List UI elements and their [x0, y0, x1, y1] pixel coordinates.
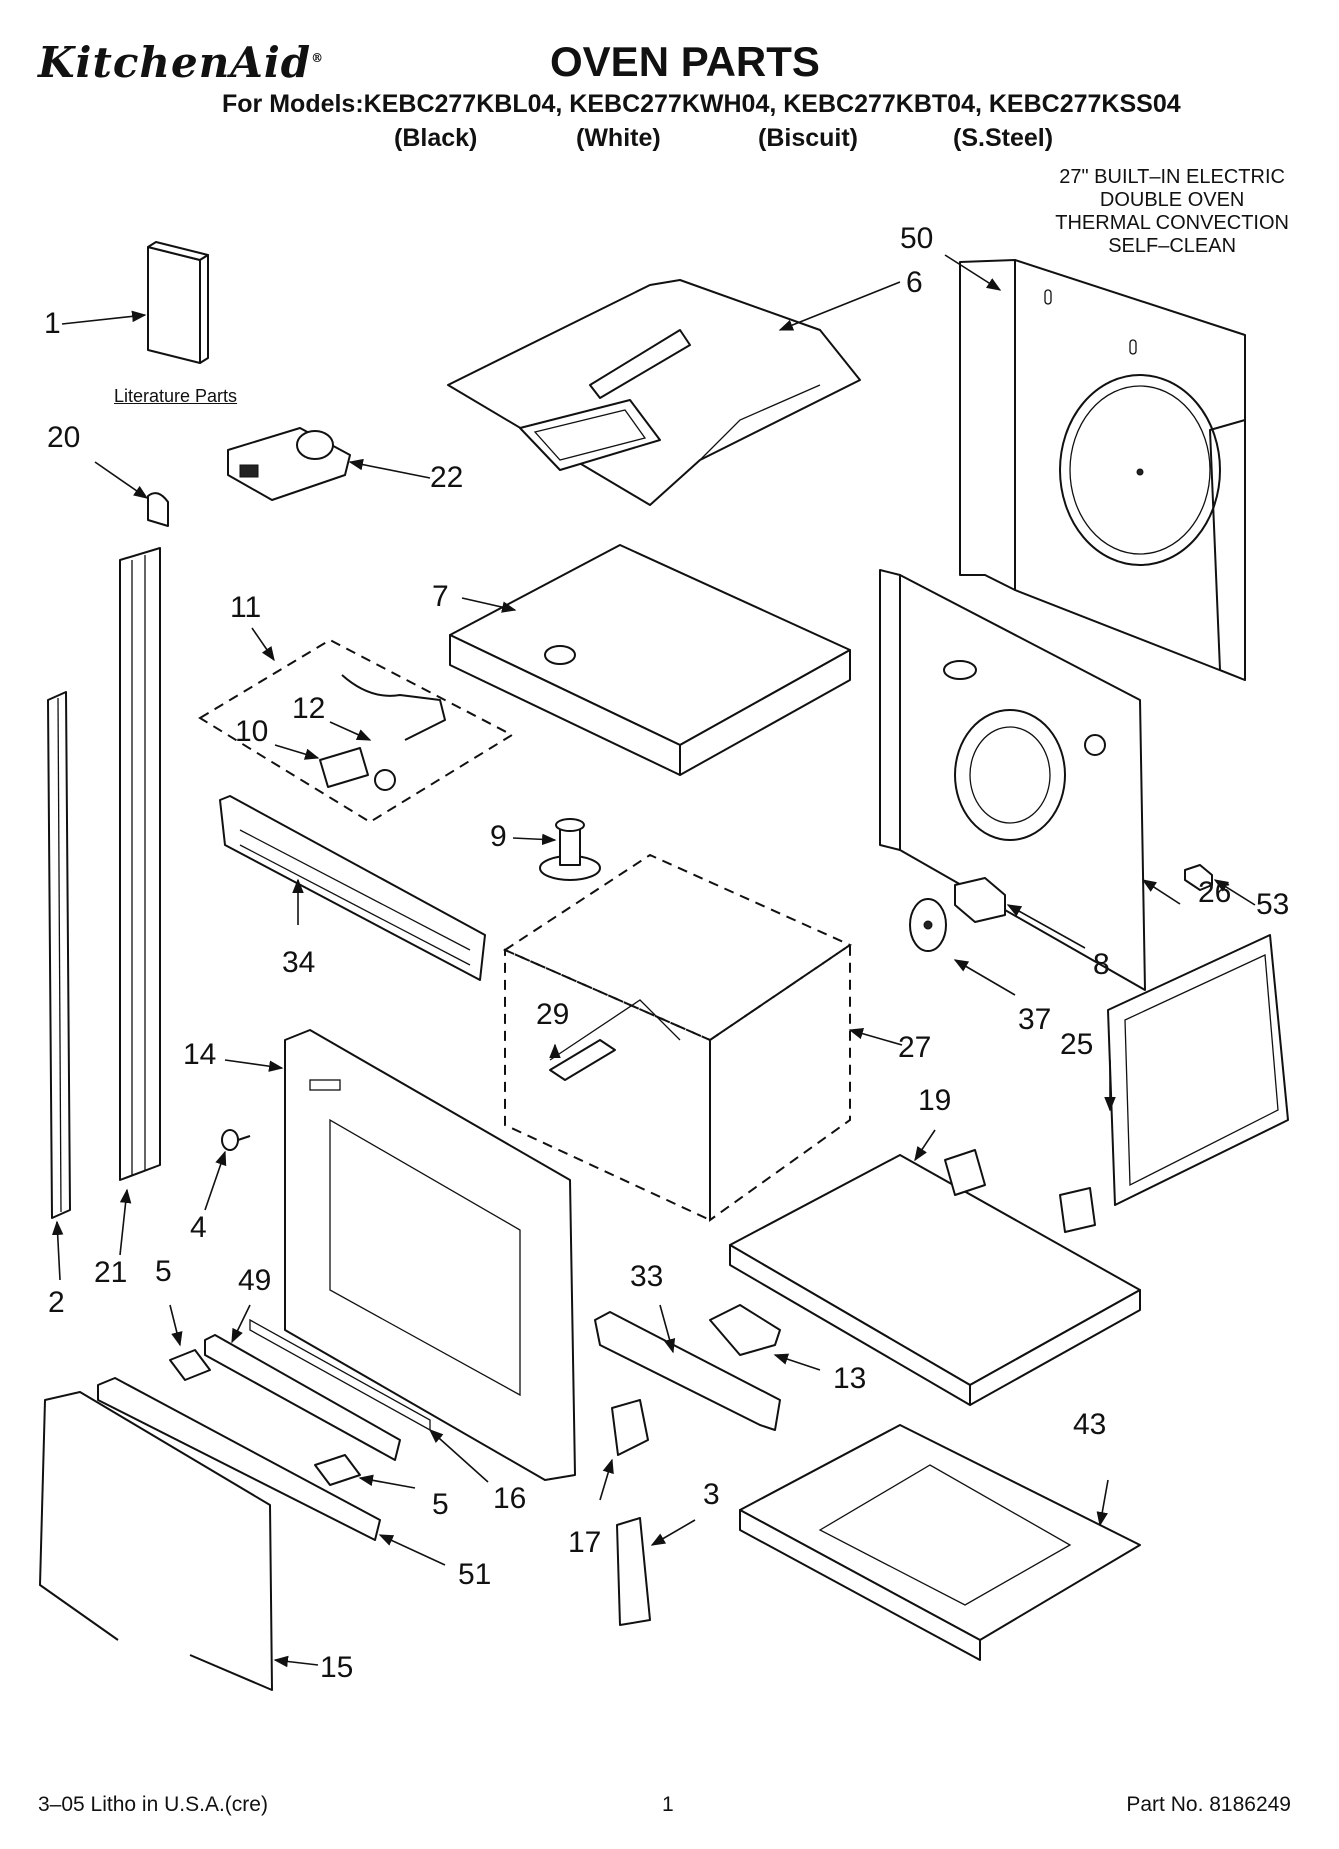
callout-10: 10 [235, 715, 269, 748]
part-side-trim [47, 691, 71, 1219]
callout-11: 11 [230, 591, 262, 624]
callout-50: 50 [900, 222, 934, 255]
callout-53: 53 [1256, 888, 1290, 921]
part-number: Part No. 8186249 [1126, 1793, 1291, 1816]
callout-13: 13 [833, 1362, 867, 1395]
litho-note: 3–05 Litho in U.S.A.(cre) [38, 1793, 268, 1816]
part-trim-rail [119, 547, 161, 1181]
callout-33: 33 [630, 1260, 664, 1293]
callout-2: 2 [48, 1286, 65, 1319]
literature-parts-label: Literature Parts [114, 386, 238, 406]
part-side-panel [1107, 934, 1289, 1206]
part-inner-side-panel [879, 569, 1146, 991]
part-control-board [227, 427, 351, 501]
description-line: THERMAL CONVECTION [1055, 212, 1289, 234]
brand-name: KitchenAid [38, 38, 312, 87]
callout-5: 5 [155, 1255, 172, 1288]
models-line: For Models:KEBC277KBL04, KEBC277KWH04, K… [222, 90, 1181, 118]
product-description: 27" BUILT–IN ELECTRIC DOUBLE OVEN THERMA… [1055, 166, 1289, 258]
brand-registered-mark: ® [311, 51, 325, 65]
part-toe-kick [97, 1377, 381, 1541]
callout-1: 1 [44, 307, 61, 340]
part-rail-33 [594, 1311, 781, 1431]
part-oven-cavity [502, 853, 853, 1222]
callout-37: 37 [1018, 1003, 1052, 1036]
callout-12: 12 [292, 692, 326, 725]
callout-21: 21 [94, 1256, 128, 1289]
callout-5-lower: 5 [432, 1488, 449, 1521]
callout-9: 9 [490, 820, 507, 853]
part-clip [147, 492, 169, 527]
part-back-panel [959, 259, 1246, 681]
part-bracket-17 [611, 1399, 649, 1456]
part-screw [221, 1129, 251, 1151]
callout-43: 43 [1073, 1408, 1107, 1441]
callout-20: 20 [47, 421, 81, 454]
part-spacer-block [169, 1349, 211, 1381]
callout-4: 4 [190, 1211, 207, 1244]
part-bottom-tray [729, 1149, 1141, 1406]
part-door-gasket [39, 1391, 273, 1691]
brand-logo: KitchenAid® [38, 38, 324, 87]
callout-34: 34 [282, 946, 316, 979]
color-white: (White) [576, 124, 661, 152]
color-black: (Black) [394, 124, 478, 152]
part-literature-booklet [147, 241, 209, 364]
page-title: OVEN PARTS [550, 38, 820, 85]
part-bracket-13 [709, 1304, 781, 1356]
callout-14: 14 [183, 1038, 217, 1071]
callout-29: 29 [536, 998, 570, 1031]
part-small-bracket [1184, 864, 1213, 891]
callout-25: 25 [1060, 1028, 1094, 1061]
part-fan-motor [539, 818, 601, 881]
callout-19: 19 [918, 1084, 952, 1117]
description-line: SELF–CLEAN [1108, 235, 1237, 257]
description-line: 27" BUILT–IN ELECTRIC [1059, 166, 1285, 188]
color-biscuit: (Biscuit) [758, 124, 858, 152]
part-front-frame [284, 1029, 576, 1481]
callout-8: 8 [1093, 948, 1110, 981]
callout-15: 15 [320, 1651, 354, 1684]
callout-22: 22 [430, 461, 464, 494]
callout-3: 3 [703, 1478, 720, 1511]
callout-49: 49 [238, 1264, 272, 1297]
part-vent-grille [219, 795, 486, 981]
callout-16: 16 [493, 1482, 527, 1515]
part-spacer-block [314, 1454, 361, 1486]
part-bottom-pan [739, 1424, 1141, 1661]
callout-27: 27 [898, 1031, 932, 1064]
part-bracket-49 [204, 1334, 401, 1461]
part-bracket-3 [616, 1517, 651, 1626]
callout-6: 6 [906, 266, 923, 299]
part-thermostat [909, 898, 947, 952]
callout-7: 7 [432, 580, 449, 613]
description-line: DOUBLE OVEN [1099, 189, 1245, 211]
page-number: 1 [662, 1793, 674, 1816]
part-top-panel [449, 544, 851, 776]
color-steel: (S.Steel) [953, 124, 1054, 152]
part-top-vent-panel [447, 279, 861, 506]
callout-26: 26 [1198, 876, 1232, 909]
part-light-kit [198, 638, 515, 824]
callout-51: 51 [458, 1558, 492, 1591]
callout-17: 17 [568, 1526, 602, 1559]
part-sensor-block [954, 877, 1006, 923]
